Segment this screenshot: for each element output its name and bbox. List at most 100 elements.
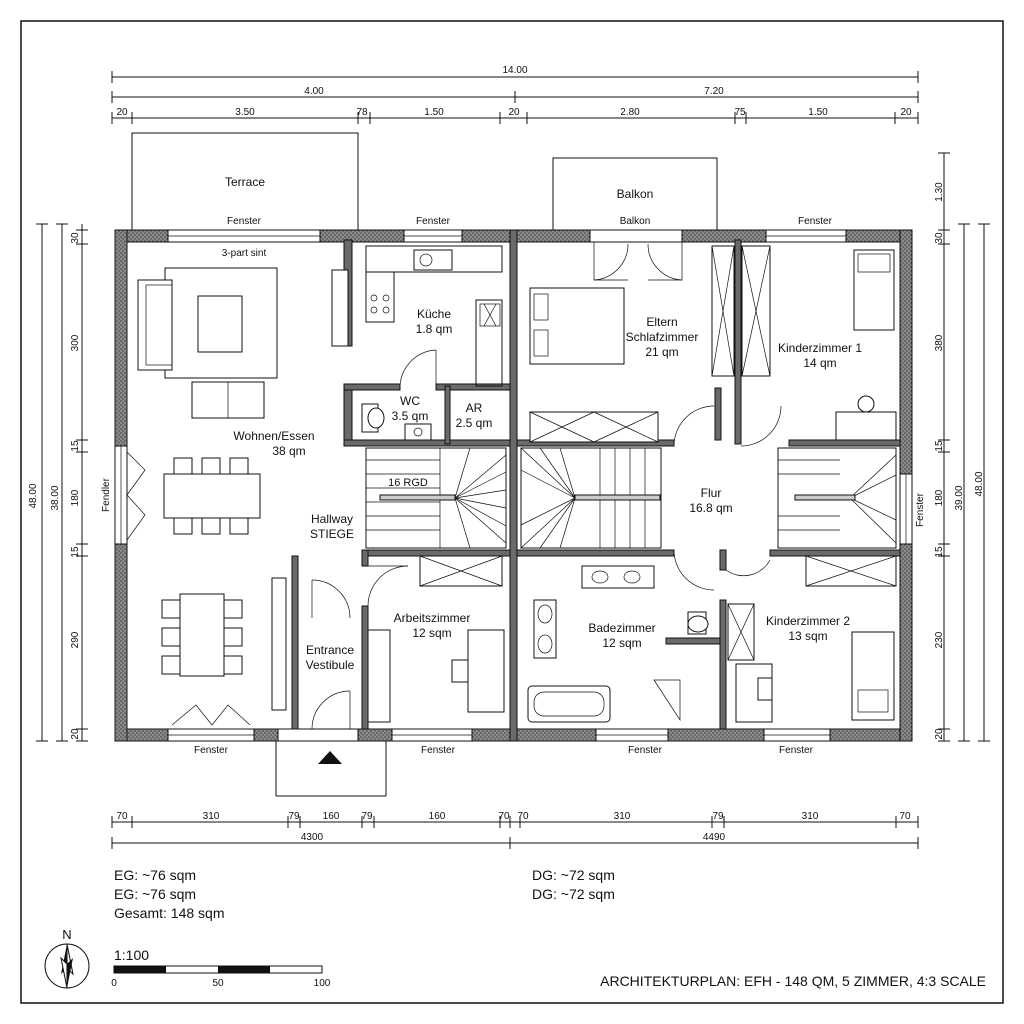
summary-left-2: EG: ~76 sqm <box>114 886 196 902</box>
window-label-left: Fendler <box>101 477 112 512</box>
kitchen-area: 1.8 qm <box>416 322 453 336</box>
drawing-frame <box>20 20 1004 1004</box>
bathroom-fixtures <box>419 555 897 723</box>
window-label-kinder1: Fenster <box>798 216 833 227</box>
bath-name: Badezimmer <box>588 621 655 635</box>
right-seg-8: 20 <box>934 728 945 740</box>
north-label: N <box>62 927 71 942</box>
bottom-dimensions: 70 310 79 160 79 160 70 70 310 79 310 70… <box>111 811 919 849</box>
bottom-seg-3: 79 <box>288 811 300 822</box>
kitchen-name: Küche <box>417 307 451 321</box>
window-label-kitchen: Fenster <box>416 216 451 227</box>
overall-width-label: 14.00 <box>502 65 527 76</box>
ar-area: 2.5 qm <box>456 416 493 430</box>
balkon-label: Balkon <box>617 187 654 201</box>
left-seg-5: 15 <box>70 546 81 558</box>
eltern-area: 21 qm <box>645 345 678 359</box>
window-label-living: Fenster <box>194 745 229 756</box>
left-seg-2: 300 <box>70 334 81 351</box>
hallway-sub: STIEGE <box>310 527 354 541</box>
entrance-arrow-icon <box>318 751 342 764</box>
left-overall-label: 48.00 <box>28 483 39 508</box>
area-summary: EG: ~76 sqm EG: ~76 sqm Gesamt: 148 sqm … <box>114 867 615 921</box>
bottom-seg-9: 310 <box>614 811 631 822</box>
left-seg-7: 20 <box>70 728 81 740</box>
hallway-name: Hallway <box>311 512 353 526</box>
door-swings <box>126 242 782 730</box>
right-overall-label: 48.00 <box>974 471 985 496</box>
kitchen-furniture <box>331 245 503 387</box>
study-name: Arbeitszimmer <box>394 611 471 625</box>
window-label-balkon: Balkon <box>620 216 651 227</box>
study-furniture <box>367 603 895 723</box>
terrace-label: Terrace <box>225 175 265 189</box>
eltern-name: Eltern <box>646 315 677 329</box>
left-seg-6: 290 <box>70 631 81 648</box>
bottom-seg-11: 310 <box>802 811 819 822</box>
living-area: 38 qm <box>272 444 305 458</box>
eltern-sub: Schlafzimmer <box>626 330 699 344</box>
summary-right-1: DG: ~72 sqm <box>532 867 615 883</box>
window-label-study: Fenster <box>421 745 456 756</box>
bottom-seg-5: 79 <box>361 811 373 822</box>
flur-area: 16.8 qm <box>689 501 732 515</box>
summary-left-3: Gesamt: 148 sqm <box>114 905 225 921</box>
stairs-label: 16 RGD <box>388 477 428 489</box>
wc-name: WC <box>400 394 420 408</box>
right-seg-5: 180 <box>934 489 945 506</box>
dim-seg-4: 1.50 <box>424 107 444 118</box>
scale-tick-0: 0 <box>111 978 117 989</box>
right-seg-3: 380 <box>934 334 945 351</box>
dim-seg-7: 75 <box>734 107 746 118</box>
bath-area: 12 sqm <box>602 636 641 650</box>
bottom-right-total: 4490 <box>703 832 726 843</box>
summary-right-2: DG: ~72 sqm <box>532 886 615 902</box>
bottom-seg-10: 79 <box>712 811 724 822</box>
dim-seg-1: 20 <box>116 107 128 118</box>
right-seg-6: 15 <box>934 546 945 558</box>
scale-label: 1:100 <box>114 947 149 963</box>
scale-tick-100: 100 <box>314 978 331 989</box>
right-seg-7: 230 <box>934 631 945 648</box>
living-name: Wohnen/Essen <box>233 429 314 443</box>
summary-left-1: EG: ~76 sqm <box>114 867 196 883</box>
dim-seg-8: 1.50 <box>808 107 828 118</box>
north-arrow-icon: N <box>44 927 90 989</box>
top-dimensions: 14.00 4.00 7.20 20 3.50 78 1.50 20 2.80 … <box>111 65 919 124</box>
kinder1-area: 14 qm <box>803 356 836 370</box>
entrance-sub: Vestibule <box>306 658 355 672</box>
bottom-seg-1: 70 <box>116 811 128 822</box>
left-seg-4: 180 <box>70 489 81 506</box>
bedroom-furniture <box>529 245 897 443</box>
left-dimensions: 48.00 38.00 30 300 15 180 15 290 20 <box>28 223 88 742</box>
window-label-terrace: Fenster <box>227 216 262 227</box>
entrance-porch <box>275 741 387 797</box>
kinder1-name: Kinderzimmer 1 <box>778 341 862 355</box>
ar-name: AR <box>466 401 483 415</box>
right-seg-1: 1.30 <box>934 182 945 202</box>
right-seg-2: 30 <box>934 232 945 244</box>
window-label-right: Fenster <box>915 492 926 527</box>
living-furniture <box>137 267 287 711</box>
plan-title: ARCHITEKTURPLAN: EFH - 148 QM, 5 ZIMMER,… <box>600 973 986 989</box>
right-seg-4: 15 <box>934 440 945 452</box>
stairs-middle <box>520 447 662 549</box>
study-area: 12 sqm <box>412 626 451 640</box>
flur-name: Flur <box>701 486 722 500</box>
bottom-seg-6: 160 <box>429 811 446 822</box>
stairs-left: 16 RGD <box>365 447 507 549</box>
left-seg-3: 15 <box>70 440 81 452</box>
wc-area: 3.5 qm <box>392 409 429 423</box>
scale-bar: 1:100 0 50 100 <box>111 947 331 989</box>
right-width-label: 7.20 <box>704 86 724 97</box>
stairs-right <box>777 447 897 549</box>
dim-seg-9: 20 <box>900 107 912 118</box>
left-seg-1: 30 <box>70 232 81 244</box>
room-labels: Küche 1.8 qm Eltern Schlafzimmer 21 qm K… <box>233 307 862 672</box>
right-mid-label: 39.00 <box>954 485 965 510</box>
wc-fixtures <box>361 403 432 441</box>
window-label-bath: Fenster <box>628 745 663 756</box>
dim-seg-5: 20 <box>508 107 520 118</box>
right-dimensions: 1.30 30 380 15 180 15 230 20 39.00 48.00 <box>934 152 990 742</box>
